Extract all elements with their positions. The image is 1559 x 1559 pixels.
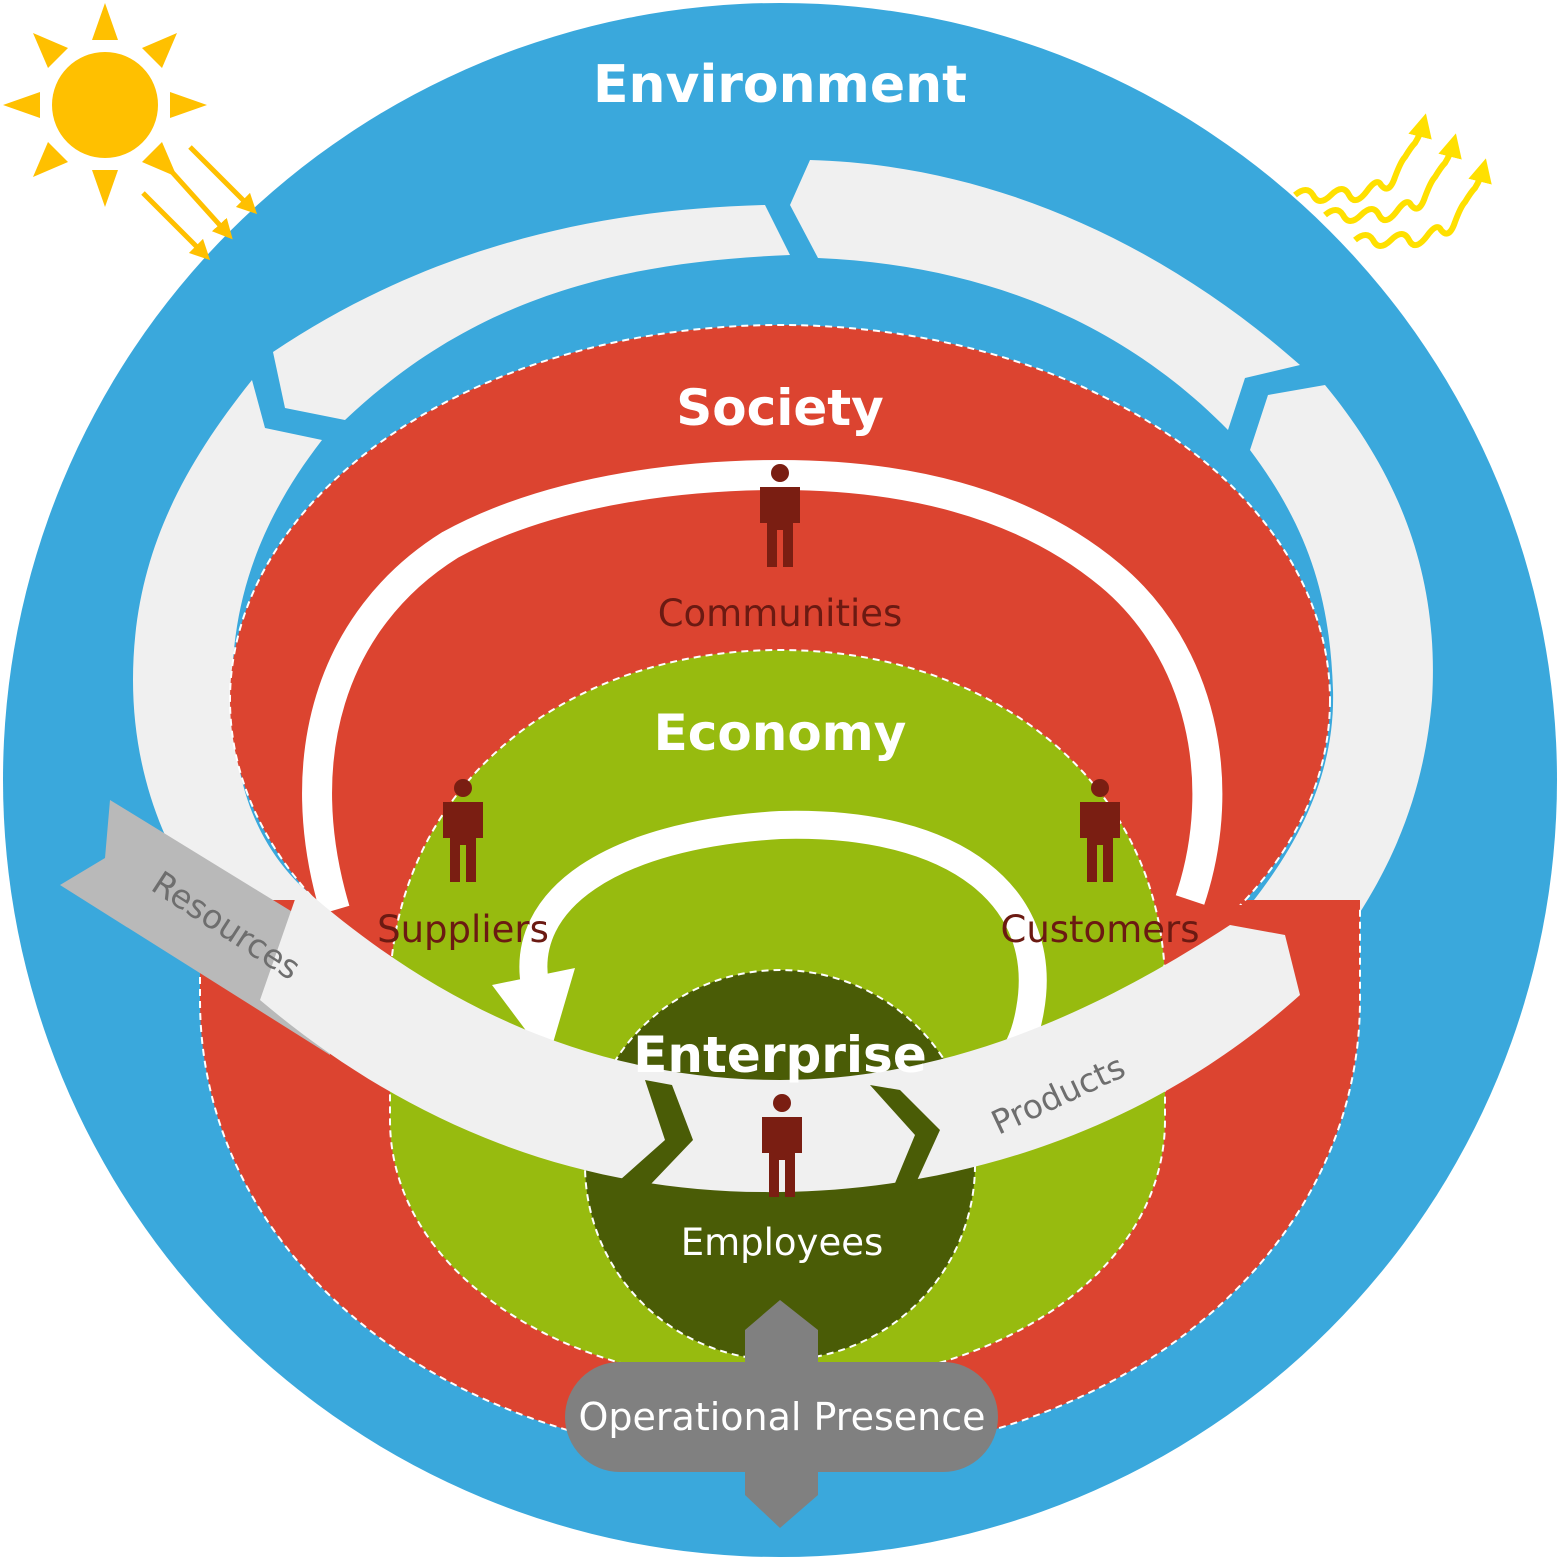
products-flow-band[interactable] <box>260 885 1300 1193</box>
person-icon-customers <box>1080 779 1120 882</box>
suppliers-label: Suppliers <box>377 908 549 951</box>
heat-radiation-icon <box>1293 113 1492 249</box>
employees-label: Employees <box>681 1221 884 1264</box>
cycle-arrow-top-right <box>790 160 1300 430</box>
cycle-arrow-left <box>133 380 322 945</box>
communities-label: Communities <box>658 592 903 635</box>
cycle-arrow-top-left <box>273 205 790 420</box>
sun-icon <box>3 3 258 261</box>
person-icon-employees <box>762 1094 802 1197</box>
society-title: Society <box>676 379 884 437</box>
enterprise-title: Enterprise <box>633 1026 926 1084</box>
economy-title: Economy <box>654 704 907 762</box>
economy-loop-arrow <box>492 810 1047 1077</box>
operational-presence-label: Operational Presence <box>579 1395 986 1439</box>
operational-presence-badge[interactable]: Operational Presence <box>565 1362 998 1472</box>
customers-label: Customers <box>1000 908 1199 951</box>
cycle-arrow-right <box>1250 385 1433 970</box>
resources-arrow[interactable] <box>60 800 330 1055</box>
environment-title: Environment <box>593 55 967 115</box>
person-icon-suppliers <box>443 779 483 882</box>
cycle-arrows <box>133 160 1433 970</box>
person-icon-communities <box>760 464 800 567</box>
